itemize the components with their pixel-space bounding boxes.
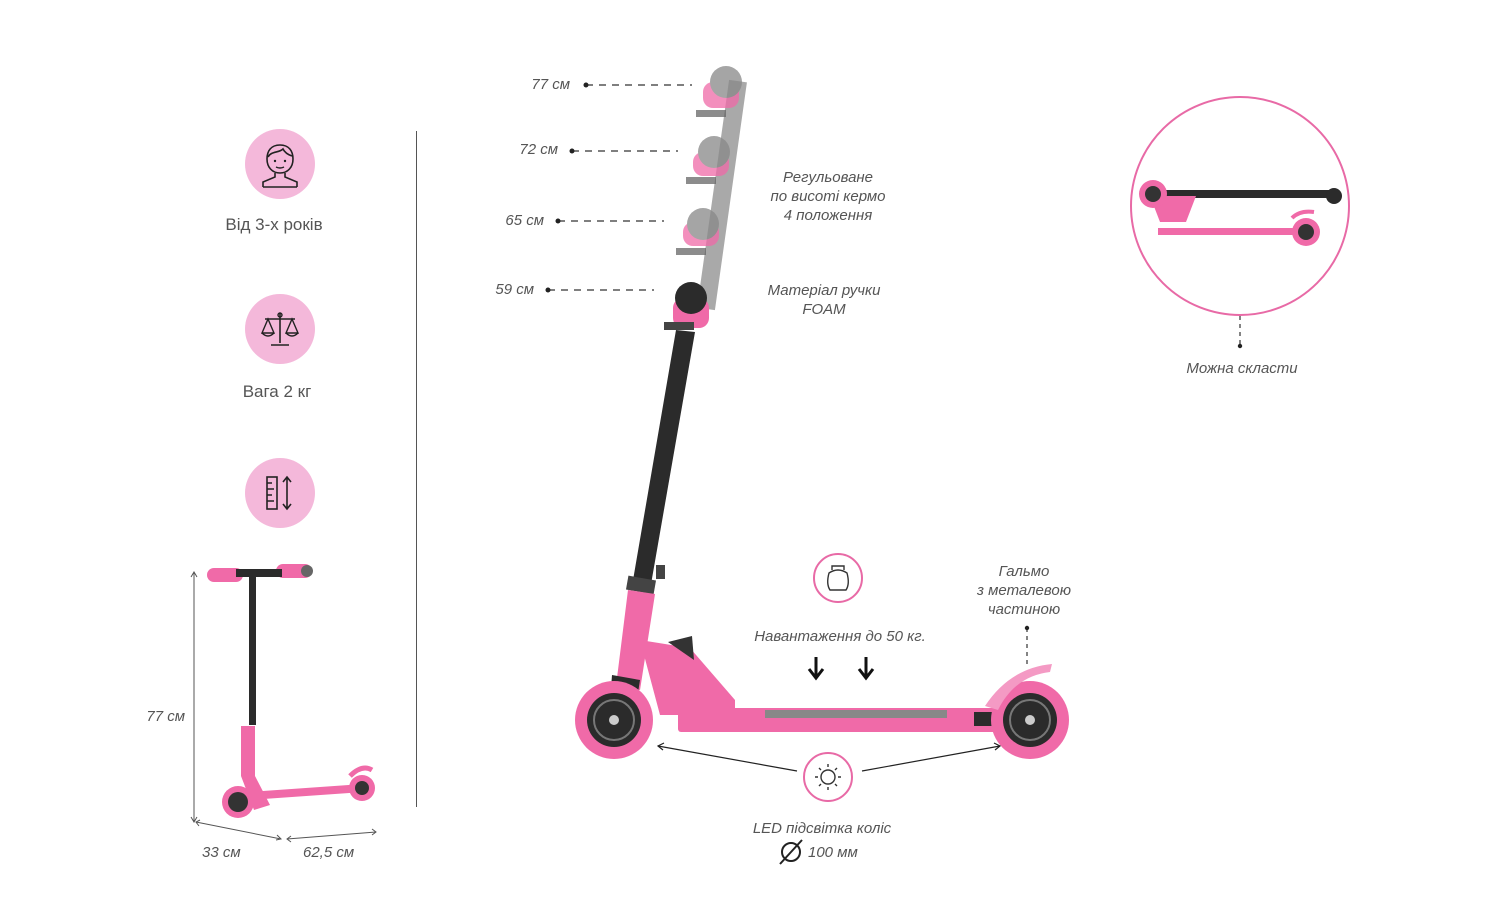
load-arrows [807,657,875,681]
wheelbase-arrows [656,742,1002,772]
small-scooter-image [207,564,375,818]
child-icon [262,144,298,188]
folded-scooter-circle [1130,96,1350,316]
load-icon-circle [813,553,863,603]
led-icon-circle [803,752,853,802]
wheel-size-label: 100 мм [808,844,858,861]
handlebar-positions [676,66,747,311]
diameter-icon [779,839,803,865]
height-leader-dots [545,82,589,293]
small-scooter-dimensions [190,571,377,843]
divider [416,131,417,807]
height-leaders [548,84,692,291]
load-callout: Навантаження до 50 кг. [754,628,926,645]
brake-callout: Гальмо з металевою частиною [976,563,1072,618]
handle-height-4: 59 см [495,281,534,298]
handle-height-1: 77 см [531,76,570,93]
kettlebell-icon [831,565,845,570]
width-dimension-label: 33 см [202,844,241,861]
grip-callout: Матеріал ручки FOAM [767,282,881,318]
scale-icon [260,312,300,346]
adjustable-callout: Регульоване по висоті кермо 4 положення [770,169,886,224]
weight-label: Вага 2 кг [242,382,312,401]
ruler-height-icon [266,475,292,511]
height-dimension-label: 77 см [146,708,185,725]
weight-feature-circle [245,294,315,364]
handle-height-2: 72 см [519,141,558,158]
handle-height-3: 65 см [505,212,544,229]
size-feature-circle [245,458,315,528]
led-callout: LED підсвітка коліс [752,820,892,837]
length-dimension-label: 62,5 см [303,844,355,861]
main-scooter-image [575,282,1069,759]
sun-icon [820,769,836,785]
age-feature-circle [245,129,315,199]
age-label: Від 3-х років [225,215,323,234]
foldable-callout: Можна скласти [1186,360,1298,377]
